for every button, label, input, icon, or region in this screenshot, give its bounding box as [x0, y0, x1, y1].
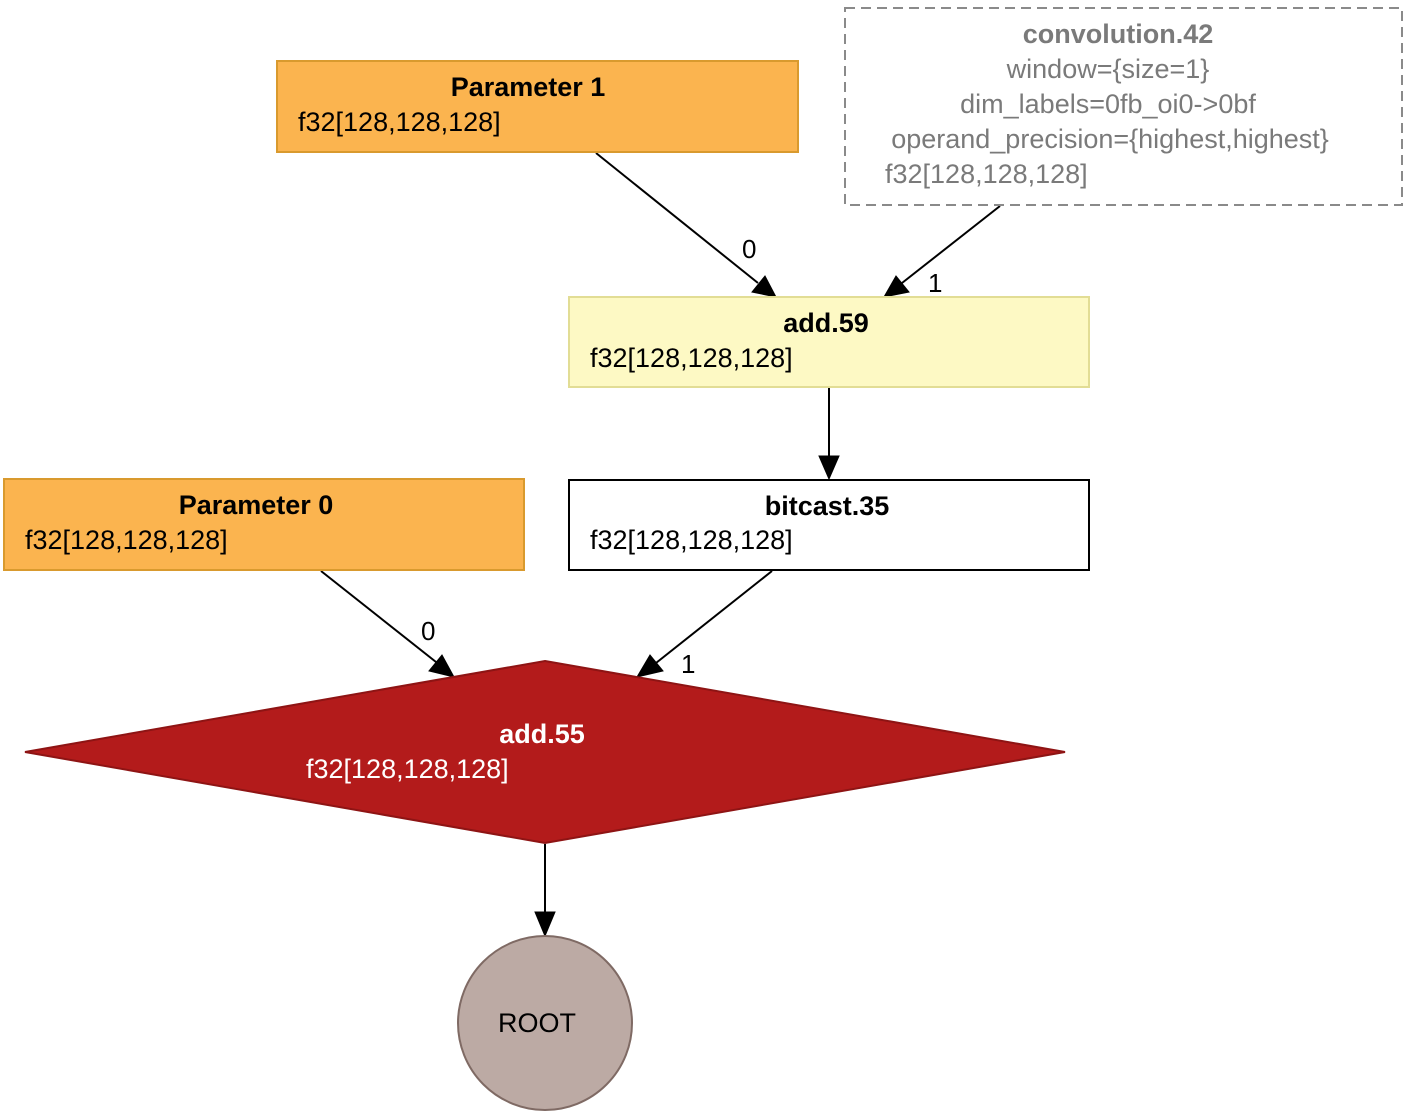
edge-label: 1	[928, 268, 942, 298]
node-dim-labels: dim_labels=0fb_oi0->0bf	[960, 89, 1256, 119]
edge-line	[901, 205, 1001, 284]
edge-label: 0	[742, 234, 756, 264]
node-box	[568, 296, 1090, 388]
node-bitcast-35[interactable]: bitcast.35 f32[128,128,128]	[568, 479, 1090, 571]
node-diamond	[24, 659, 1066, 845]
edge-line	[595, 152, 759, 284]
node-title: add.55	[499, 719, 585, 749]
node-box	[844, 7, 1403, 206]
node-title: Parameter 0	[179, 490, 334, 520]
node-shape: f32[128,128,128]	[306, 754, 509, 784]
node-operand-precision: operand_precision={highest,highest}	[891, 124, 1329, 154]
node-parameter-0[interactable]: Parameter 0 f32[128,128,128]	[3, 478, 525, 571]
edge-param0-to-add55: 0	[320, 570, 455, 678]
node-add-55[interactable]: add.55 f32[128,128,128]	[24, 659, 1066, 845]
node-shape: f32[128,128,128]	[590, 525, 793, 555]
node-root[interactable]: ROOT	[457, 935, 633, 1111]
arrow-head	[883, 275, 910, 298]
node-title: convolution.42	[1023, 19, 1214, 49]
arrow-head	[428, 654, 455, 678]
edge-add55-to-root	[534, 844, 556, 938]
node-title: bitcast.35	[765, 491, 890, 521]
node-add-59[interactable]: add.59 f32[128,128,128]	[568, 296, 1090, 388]
node-box	[276, 60, 799, 153]
edge-bitcast35-to-add55: 1	[635, 570, 773, 679]
arrow-head	[818, 455, 840, 481]
node-parameter-1[interactable]: Parameter 1 f32[128,128,128]	[276, 60, 799, 153]
node-convolution-42[interactable]: convolution.42 window={size=1} dim_label…	[844, 7, 1403, 206]
node-title: add.59	[783, 308, 869, 338]
edge-line	[320, 570, 437, 663]
edge-param1-to-add59: 0	[595, 152, 777, 298]
edge-conv42-to-add59: 1	[883, 205, 1001, 298]
arrow-head	[751, 275, 777, 298]
edge-label: 1	[681, 649, 695, 679]
node-label: ROOT	[498, 1008, 576, 1038]
node-box	[3, 478, 525, 571]
node-shape: f32[128,128,128]	[590, 343, 793, 373]
node-shape: f32[128,128,128]	[298, 107, 501, 137]
arrow-head	[534, 911, 556, 938]
edge-label: 0	[421, 616, 435, 646]
node-shape: f32[128,128,128]	[25, 525, 228, 555]
edge-line	[655, 570, 773, 664]
node-shape: f32[128,128,128]	[885, 159, 1088, 189]
arrow-head	[635, 654, 664, 678]
edge-add59-to-bitcast35	[818, 388, 840, 481]
node-window: window={size=1}	[1006, 54, 1210, 84]
node-title: Parameter 1	[451, 72, 606, 102]
node-circle	[457, 935, 633, 1111]
node-box	[568, 479, 1090, 571]
